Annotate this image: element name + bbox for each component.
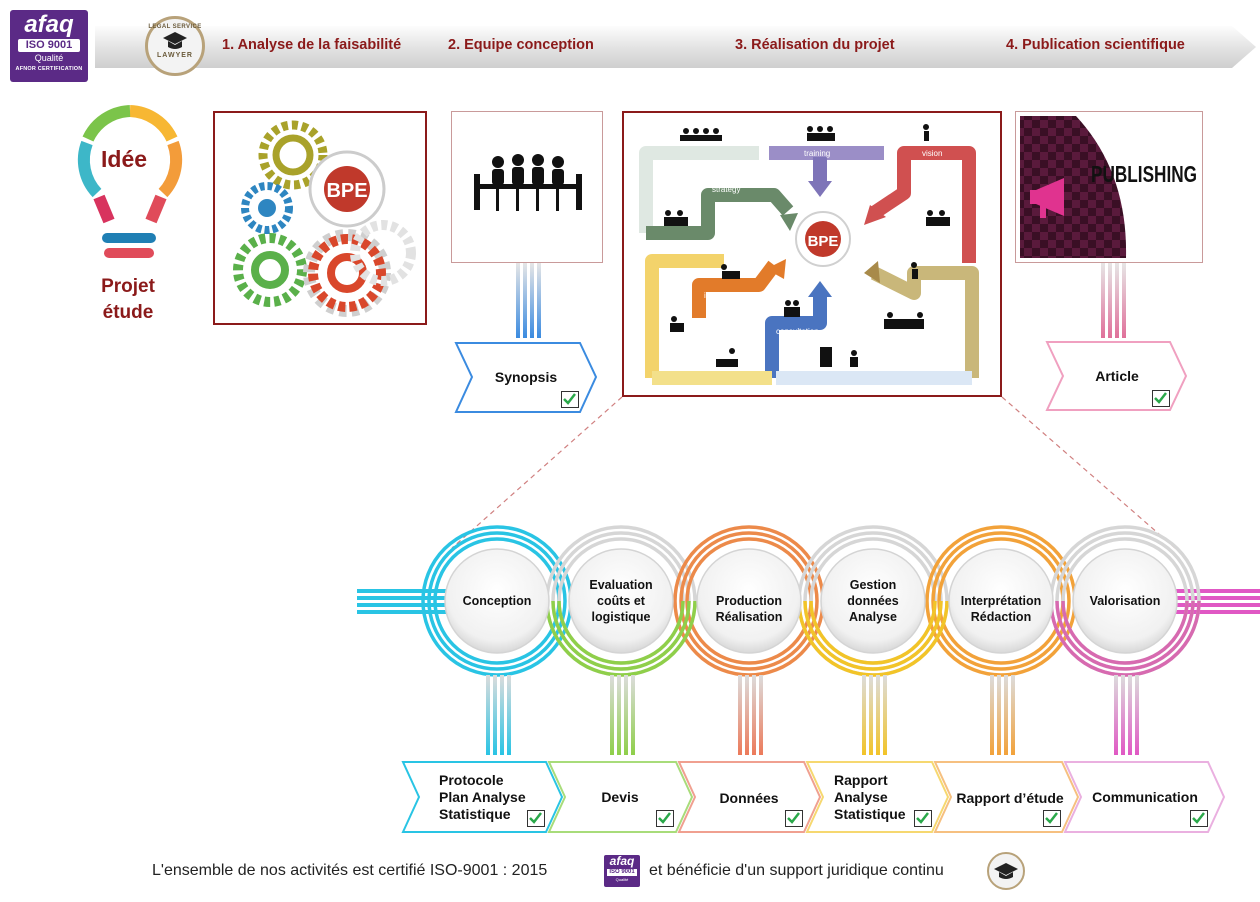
article-check-icon [1152,390,1170,407]
footer-afaq-logo: afaq ISO 9001 Qualité [604,855,640,887]
graduation-cap-icon [994,863,1018,879]
graduation-cap-icon [163,32,187,49]
output-line: Analyse [834,789,888,805]
output-line: Plan Analyse [439,789,526,805]
output-protocole: Protocole Plan Analyse Statistique [427,772,551,823]
output-devis: Devis [601,789,639,805]
footer-afaq-iso: ISO 9001 [607,869,637,876]
process-step-valorisation: Valorisation [1073,593,1177,609]
process-step-label: Analyse [849,610,897,624]
output-communication: Communication [1092,789,1198,805]
check-icon [914,810,932,827]
flow-label-imagination: imagination [704,291,745,300]
process-step-label: Evaluation [589,578,653,592]
team-box [451,111,603,263]
project-label: Projet étude [84,274,172,326]
check-icon [656,810,674,827]
output-line: Protocole [439,772,504,788]
header-arrow [95,26,1256,68]
process-step-production: Production Réalisation [697,593,801,625]
project-line-1: Projet [101,276,155,297]
project-realisation-box: BPE training vision strategy imagination… [622,111,1002,397]
output-line: Statistique [439,806,511,822]
header-step-3: 3. Réalisation du projet [735,37,895,53]
strategy-flow-diagram: BPE training vision strategy imagination… [639,124,979,385]
gears-icon: BPE [233,120,416,317]
afaq-cert: AFNOR CERTIFICATION [15,66,83,72]
afaq-quality: Qualité [34,53,64,63]
flow-label-conversation: conversation [884,340,929,349]
check-icon [1043,810,1061,827]
synopsis-check-icon [561,391,579,408]
publishing-image: PUBLISHING [1020,116,1197,258]
idea-word: Idée [101,146,148,172]
publishing-word: PUBLISHING [1091,161,1197,187]
check-icon [527,810,545,827]
output-line: Statistique [834,806,906,822]
footer-seal-logo [987,852,1025,890]
feasibility-gears-box: BPE [213,111,427,325]
flow-label-training: training [804,149,830,158]
process-step-label: Réalisation [715,610,783,624]
process-step-conception: Conception [445,593,549,609]
footer-text-1: L'ensemble de nos activités est certifié… [152,862,548,879]
seal-bottom-text: LAWYER [157,52,193,59]
output-donnees: Données [719,790,779,806]
output-synopsis: Synopsis [494,369,558,385]
afaq-iso: ISO 9001 [18,39,80,52]
process-step-label: Conception [462,594,532,608]
process-step-label: Interprétation [960,594,1042,608]
header-step-4: 4. Publication scientifique [1006,37,1185,53]
process-step-label: Rédaction [970,610,1032,624]
publishing-box: PUBLISHING [1015,111,1203,263]
output-rapport-analyse: Rapport Analyse Statistique [834,772,934,823]
afaq-brand: afaq [24,11,74,38]
output-article: Article [1095,368,1139,384]
header-step-1: 1. Analyse de la faisabilité [222,37,402,53]
afaq-iso-logo: afaq ISO 9001 Qualité AFNOR CERTIFICATIO… [10,10,88,82]
process-step-label: Gestion [849,578,897,592]
process-step-label: logistique [591,610,651,624]
output-line: Rapport [834,772,888,788]
meeting-people-icon [474,154,582,211]
header-step-2: 2. Equipe conception [448,37,594,53]
lightbulb-icon [77,105,183,258]
bpe-badge-gears: BPE [326,180,367,202]
output-rapport-etude: Rapport d’étude [956,790,1064,806]
process-step-label: données [847,594,899,608]
process-step-interpretation: Interprétation Rédaction [949,593,1053,625]
process-step-label: Production [716,594,782,608]
bpe-badge-center: BPE [808,233,839,250]
process-step-evaluation: Evaluation coûts et logistique [569,577,673,625]
footer-afaq-brand: afaq [609,854,635,868]
process-step-label: Valorisation [1089,594,1161,608]
footer-text-2: et bénéficie d'un support juridique cont… [649,862,944,879]
footer-afaq-quality: Qualité [615,877,629,882]
flow-label-vision: vision [922,149,942,158]
check-icon [1190,810,1208,827]
megaphone-icon [1030,178,1064,218]
flow-label-strategy: strategy [712,185,740,194]
legal-service-seal: LEGAL SERVICE LAWYER [145,16,205,76]
flow-label-consultation: consultation [776,327,819,336]
project-line-2: étude [102,302,154,323]
process-step-gestion: Gestion données Analyse [821,577,925,625]
process-step-label: coûts et [597,594,645,608]
seal-top-text: LEGAL SERVICE [148,24,202,30]
check-icon [785,810,803,827]
